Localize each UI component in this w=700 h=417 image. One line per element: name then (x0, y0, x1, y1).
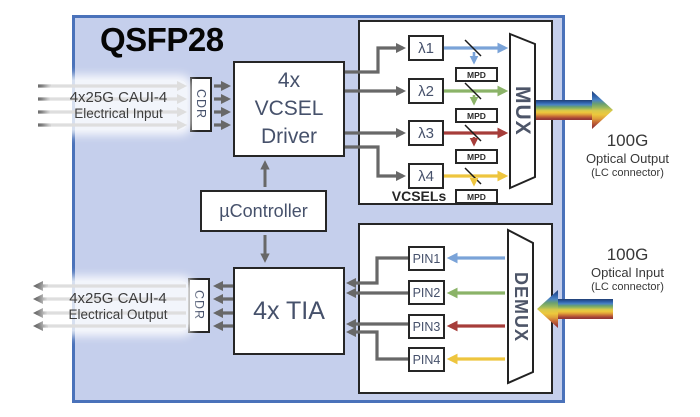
pin1-label: PIN1 (412, 251, 441, 266)
demux-label-text: DEMUX (511, 272, 531, 343)
module-title: QSFP28 (100, 21, 224, 58)
demux-label: DEMUX (508, 250, 533, 365)
mpd1-box: MPD (455, 67, 498, 82)
rainbow-output-arrow (536, 91, 613, 129)
electrical-output-line2: Electrical Output (68, 306, 168, 322)
pin3-label: PIN3 (412, 319, 441, 334)
pin2-box: PIN2 (408, 280, 445, 305)
cdr-bottom-label: CDR (192, 290, 206, 321)
wavelength-arrows-tx (444, 42, 509, 182)
lambda1-label: λ1 (418, 39, 434, 57)
mpd4-label: MPD (467, 191, 486, 202)
driver-to-vcsel-arrows (345, 42, 407, 182)
electrical-input-label: 4x25G CAUI-4 Electrical Input (50, 80, 187, 130)
mpd4-box: MPD (455, 189, 498, 204)
mux-label-text: MUX (511, 86, 534, 136)
optical-output-speed: 100G (606, 131, 649, 150)
vcsel-lambda4-box: λ4 (408, 163, 444, 189)
pin4-box: PIN4 (408, 347, 445, 372)
mpd1-label: MPD (467, 69, 486, 80)
optical-output-connector: (LC connector) (591, 166, 664, 179)
pin4-label: PIN4 (412, 352, 441, 367)
electrical-input-line2: Electrical Input (74, 105, 163, 121)
mux-trapezoid (509, 32, 536, 190)
vcsel-driver-line3: Driver (261, 124, 317, 148)
mux-label: MUX (509, 62, 535, 160)
tia-label: 4x TIA (253, 296, 325, 325)
vcsel-driver-line1: 4x (277, 69, 301, 93)
pin2-label: PIN2 (412, 285, 441, 300)
electrical-output-line1: 4x25G CAUI-4 (69, 289, 167, 307)
optical-input-caption: 100G Optical Input (LC connector) (570, 245, 685, 294)
cdr-block-bottom: CDR (188, 278, 210, 333)
pin1-box: PIN1 (408, 246, 445, 271)
mpd3-label: MPD (467, 151, 486, 162)
vcsel-lambda3-box: λ3 (408, 120, 444, 146)
vcsel-lambda2-box: λ2 (408, 78, 444, 104)
lambda3-label: λ3 (418, 124, 434, 142)
mpd2-box: MPD (455, 108, 498, 123)
tia-block: 4x TIA (233, 267, 345, 355)
cdr-block-top: CDR (190, 77, 212, 132)
vcsel-lambda1-box: λ1 (408, 35, 444, 61)
vcsel-driver-block: 4x VCSEL Driver (233, 61, 345, 157)
optical-input-label: Optical Input (591, 265, 664, 281)
electrical-output-label: 4x25G CAUI-4 Electrical Output (47, 281, 189, 331)
mpd3-box: MPD (455, 149, 498, 164)
microcontroller-label: µController (219, 200, 308, 221)
optical-input-connector: (LC connector) (591, 280, 664, 293)
pin3-box: PIN3 (408, 314, 445, 339)
microcontroller-block: µController (200, 190, 327, 232)
cdr-top-label: CDR (194, 89, 208, 120)
electrical-input-line1: 4x25G CAUI-4 (69, 88, 168, 106)
vcsel-driver-line2: VCSEL (254, 97, 324, 121)
lambda4-label: λ4 (418, 167, 434, 185)
optical-input-speed: 100G (606, 245, 649, 264)
mpd2-label: MPD (467, 110, 486, 121)
vcsels-caption: VCSELs (391, 188, 447, 204)
demux-trapezoid (507, 228, 534, 385)
pin-to-tia-arrows (345, 256, 408, 361)
optical-output-caption: 100G Optical Output (LC connector) (570, 131, 685, 180)
wavelength-arrows-rx (446, 252, 505, 365)
lambda2-label: λ2 (418, 82, 434, 100)
rainbow-input-arrow (537, 290, 613, 328)
optical-output-label: Optical Output (585, 151, 670, 167)
